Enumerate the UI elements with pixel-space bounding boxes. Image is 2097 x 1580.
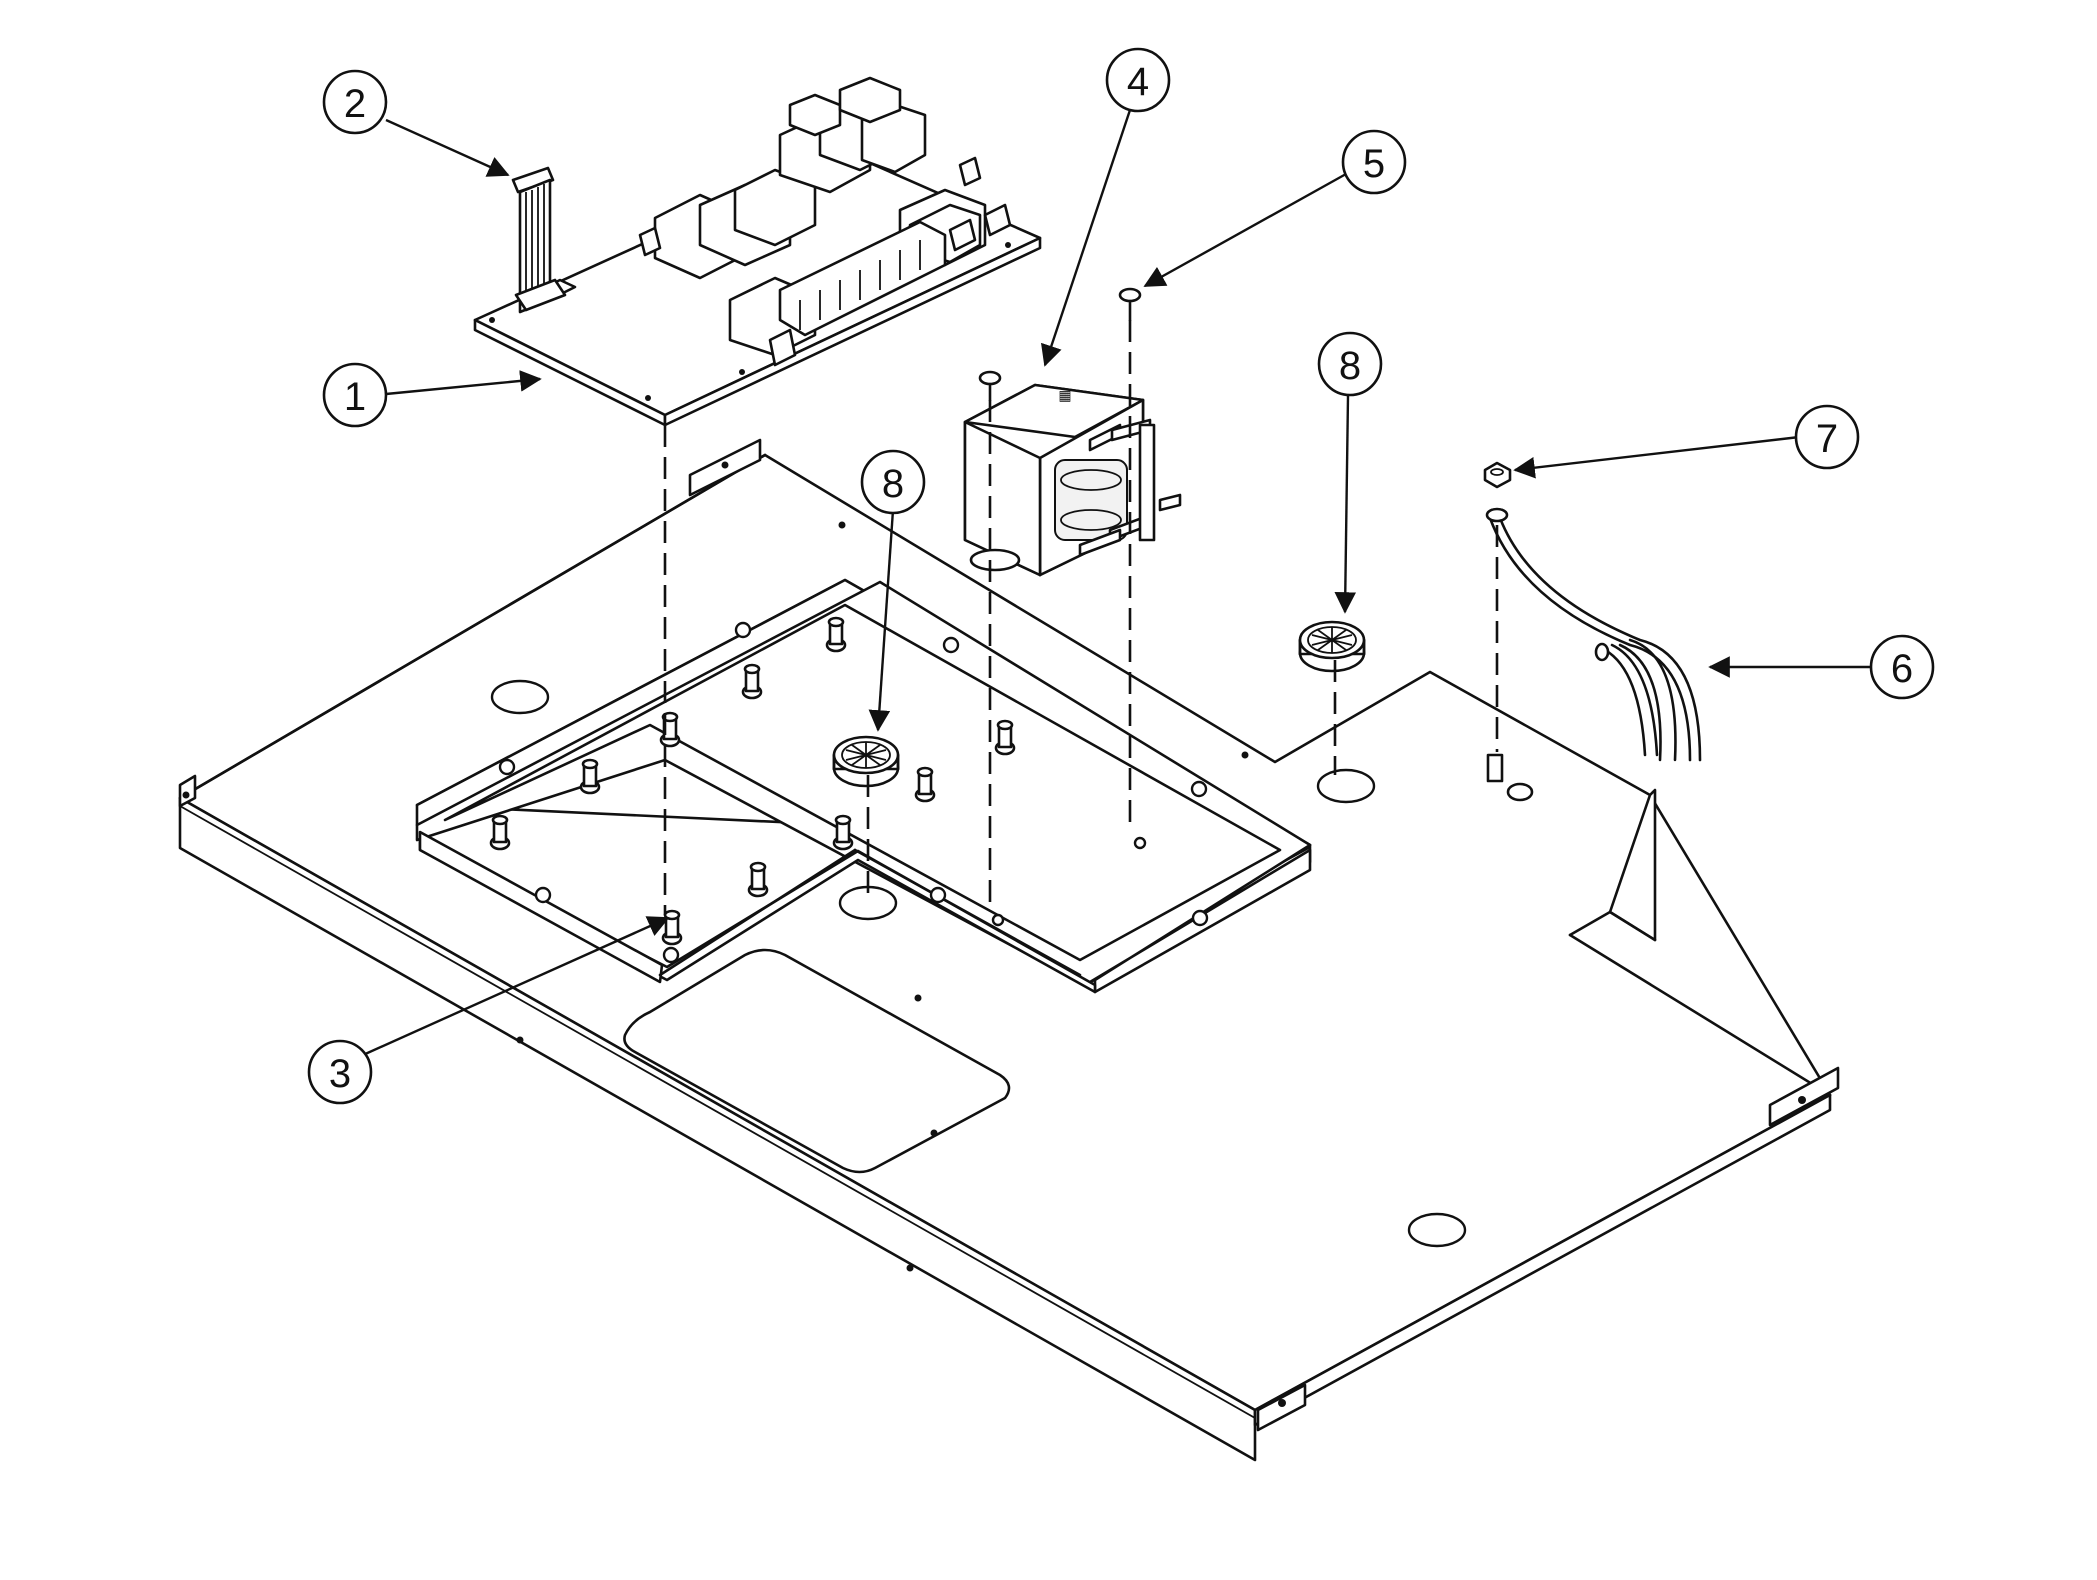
callout-1: 1 [322,362,388,428]
ground-wire [1485,507,1702,762]
callout-8-right-label: 8 [1339,344,1361,388]
leader-lines [362,109,1872,1057]
standoff [489,814,511,851]
standoff [747,861,769,898]
callout-3-label: 3 [329,1052,351,1096]
callout-4-label: 4 [1127,60,1149,104]
assembly-lines [663,320,1499,915]
standoffs [489,616,1016,946]
screws [978,287,1142,402]
callout-1-label: 1 [344,375,366,419]
callout-7: 7 [1794,404,1860,470]
control-board [473,76,1042,427]
standoff [994,719,1016,756]
callout-6-label: 6 [1891,647,1913,691]
callout-8-left-label: 8 [882,462,904,506]
standoff [579,758,601,795]
callout-5-label: 5 [1363,142,1385,186]
callout-3: 3 [307,1039,373,1105]
standoff [832,814,854,851]
grommet-left [832,735,900,788]
ribbon-cable [511,166,567,314]
board-components [528,76,1012,367]
standoff [661,909,683,946]
callout-8-left: 8 [860,449,926,515]
standoff [741,663,763,700]
standoff [825,616,847,653]
callout-4: 4 [1105,47,1171,113]
standoff [914,766,936,803]
transformer: ▦ [963,383,1182,577]
callout-2: 2 [322,69,388,135]
callout-7-label: 7 [1816,417,1838,461]
hex-nut [1483,461,1512,489]
callout-6: 6 [1869,634,1935,700]
callout-2-label: 2 [344,82,366,126]
callout-8-right: 8 [1317,331,1383,397]
grommet-right [1298,620,1366,673]
callout-5: 5 [1341,129,1407,195]
base-pan [178,438,1840,1462]
svg-text:▦: ▦ [1058,387,1071,403]
ground-stud [1486,753,1534,802]
